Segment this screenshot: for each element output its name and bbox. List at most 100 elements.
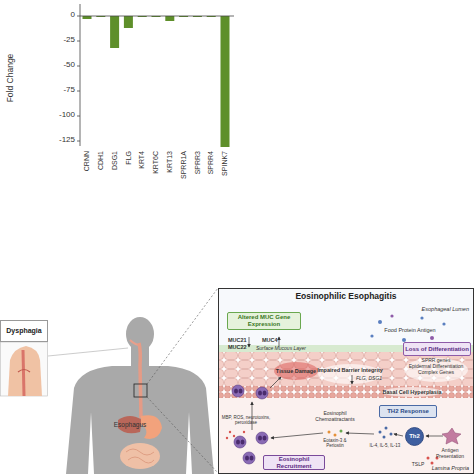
cell-circle: Th2 [405,427,424,446]
dysphagia-inset [1,342,129,396]
node-text: Dysphagia [6,327,41,335]
arrow [394,434,403,436]
basal-layer [218,386,474,398]
tick [77,91,80,92]
category-label: DSG1 [111,151,119,170]
neck-skin [8,346,42,396]
nucleus [258,435,262,440]
arrow [346,433,374,434]
cytokine [385,427,388,430]
cell-body [406,428,424,446]
node-text: Th2 [409,433,420,440]
chemoattractant [340,430,343,433]
antigen [378,320,382,324]
category-label: SPINK7 [221,151,229,176]
granule [229,431,231,433]
tick-label: -25 [63,36,75,45]
cytokine-label: TSLP [412,462,425,468]
granule [226,437,228,439]
zoom-line [147,288,218,384]
chemoattractant [328,431,331,434]
cell-label: Antigen Presentation [432,448,468,459]
nucleus [263,390,267,395]
gene-label: SPRR genes [422,358,451,364]
intestines [120,443,160,469]
category-label: SPRR1A [180,151,188,179]
down-arrow [249,337,250,347]
arrow [271,433,323,438]
eosinophil [243,452,255,464]
gene-label: FLG, DSG1 [356,376,382,382]
eosinophil [256,432,268,444]
node-text: Eosinophilic Esophagitis [219,292,473,301]
tick [77,41,80,42]
esophagus-tissue [218,288,474,474]
human-figure [66,288,218,474]
node-text: Altered MUC Gene Expression [228,314,300,327]
epithelium [218,352,474,386]
cytokine-label: IL-4, IL-5, IL-13 [370,444,401,449]
inset-frame [1,342,48,396]
process-box: Loss of Differentiation [403,342,471,356]
nucleus [250,455,254,460]
region-label: Surface Mucous Layer [256,346,306,352]
organ-label: Esophagus [114,421,147,428]
arrow [426,436,443,437]
gene-label: MUC4 [262,337,278,343]
process-box: Altered MUC Gene Expression [227,312,301,330]
nucleus [258,390,262,395]
cytokine [390,433,393,436]
dendritic-cell [442,428,461,444]
gene-label: MUC21 [228,337,247,343]
zero-line [80,16,234,17]
nucleus [239,388,243,393]
category-label: KRT6C [152,151,160,174]
granule [233,435,235,437]
mediator-label: Eosinophil Chemoattractants [315,411,355,422]
category-label: FLG [125,151,133,165]
region-label: Lamina Propria [432,465,469,471]
tslp-molecule [431,462,434,465]
lamina-propria [218,398,474,474]
zoom-panel: Eosinophilic EsophagitisAltered MUC Gene… [218,288,474,474]
process-box: TH2 Response [379,405,437,418]
tick-label: -100 [59,111,75,120]
effect-label: Impaired Barrier Integrity [317,367,383,373]
inset-esophagus [23,350,24,396]
tick-label: -125 [59,136,75,145]
nucleus [234,388,238,393]
category-label: KRT4 [138,151,146,169]
antigen [430,336,434,340]
mucous-layer [218,345,474,352]
tick [77,16,80,17]
bolus-mark [18,370,30,373]
leader-line [48,348,128,356]
antigen [390,314,393,317]
tick-label: -75 [63,86,75,95]
category-label: SPRR3 [194,151,202,174]
node-text: Loss of Differentiation [405,346,469,353]
node-text: Eosinophil Recruitment [264,456,324,469]
bar [221,16,230,147]
intestine-folds [126,449,154,463]
antigen-label: Food Protein Antigen [384,327,435,333]
bar [124,16,133,28]
nucleus [245,455,249,460]
antigen [370,334,373,337]
node-text: TH2 Response [387,408,429,415]
cytokine [379,431,382,434]
antigen [420,316,423,319]
y-axis [80,4,81,146]
category-label: CRNN [83,151,91,171]
cytokine [383,436,386,439]
region-label: Esophageal Lumen [422,306,469,312]
mediator-label: Eotaxin-3 & Periostin [315,439,355,449]
eosinophil [234,436,246,448]
tick-label: 0 [71,11,75,20]
tick [77,116,80,117]
mediator-label: MBP, ROS, neurotoxins, peroxidase [221,416,271,426]
